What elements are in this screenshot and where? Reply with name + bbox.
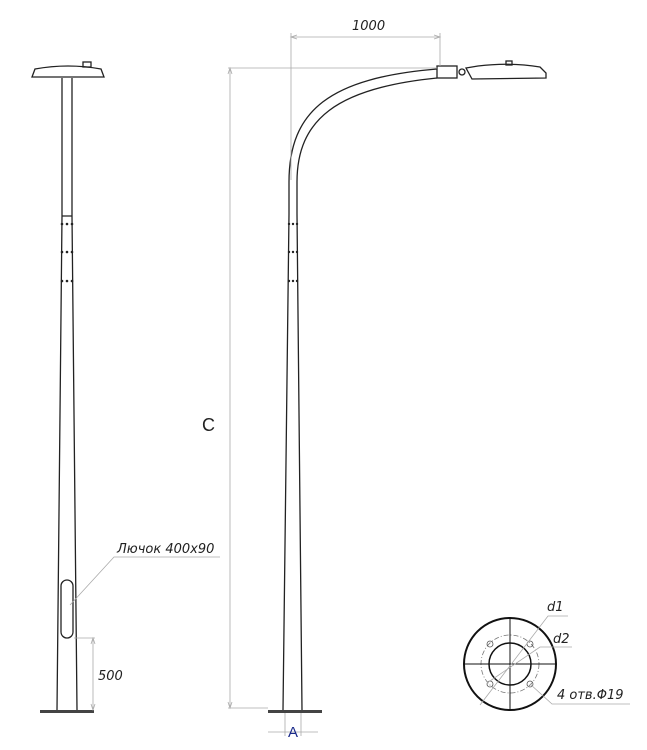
holes-label: 4 отв.Φ19 bbox=[557, 688, 624, 703]
pole-tapered-section bbox=[56, 215, 78, 711]
luminaire-knob bbox=[82, 61, 92, 68]
side-view-pole bbox=[227, 33, 547, 736]
arm-inner bbox=[296, 77, 438, 183]
arm-connector bbox=[436, 65, 458, 79]
hatch-height-dim bbox=[74, 637, 95, 710]
center-lines bbox=[463, 617, 557, 711]
height-label: C bbox=[202, 415, 215, 435]
pole-taper bbox=[282, 213, 303, 711]
hatch-label: Лючок 400x90 bbox=[116, 542, 214, 557]
hinge-icon bbox=[458, 68, 466, 76]
d1-leader bbox=[479, 615, 568, 706]
service-hatch bbox=[60, 579, 74, 639]
joint-dots bbox=[60, 222, 74, 283]
pole-upper-section bbox=[61, 78, 73, 217]
luminaire-knob bbox=[505, 60, 513, 66]
base-plate bbox=[268, 710, 322, 713]
luminaire-side bbox=[464, 63, 547, 80]
height-dim bbox=[228, 67, 437, 709]
joint-dots bbox=[287, 222, 299, 283]
base-width-label: A bbox=[288, 724, 298, 741]
reach-dim bbox=[290, 33, 441, 180]
flange-plan bbox=[463, 615, 630, 711]
d2-leader bbox=[486, 646, 572, 684]
d1-label: d1 bbox=[547, 600, 564, 615]
base-width-dim bbox=[268, 713, 318, 736]
base-plate bbox=[40, 710, 94, 713]
hatch-leader bbox=[69, 556, 220, 606]
luminaire-top bbox=[31, 65, 105, 78]
front-view-pole bbox=[31, 61, 220, 713]
arm-outer bbox=[288, 68, 438, 183]
holes-leader bbox=[529, 683, 630, 705]
reach-label: 1000 bbox=[352, 19, 385, 34]
pole-upper bbox=[288, 182, 298, 214]
hatch-height-label: 500 bbox=[98, 669, 123, 684]
d2-label: d2 bbox=[553, 632, 570, 647]
